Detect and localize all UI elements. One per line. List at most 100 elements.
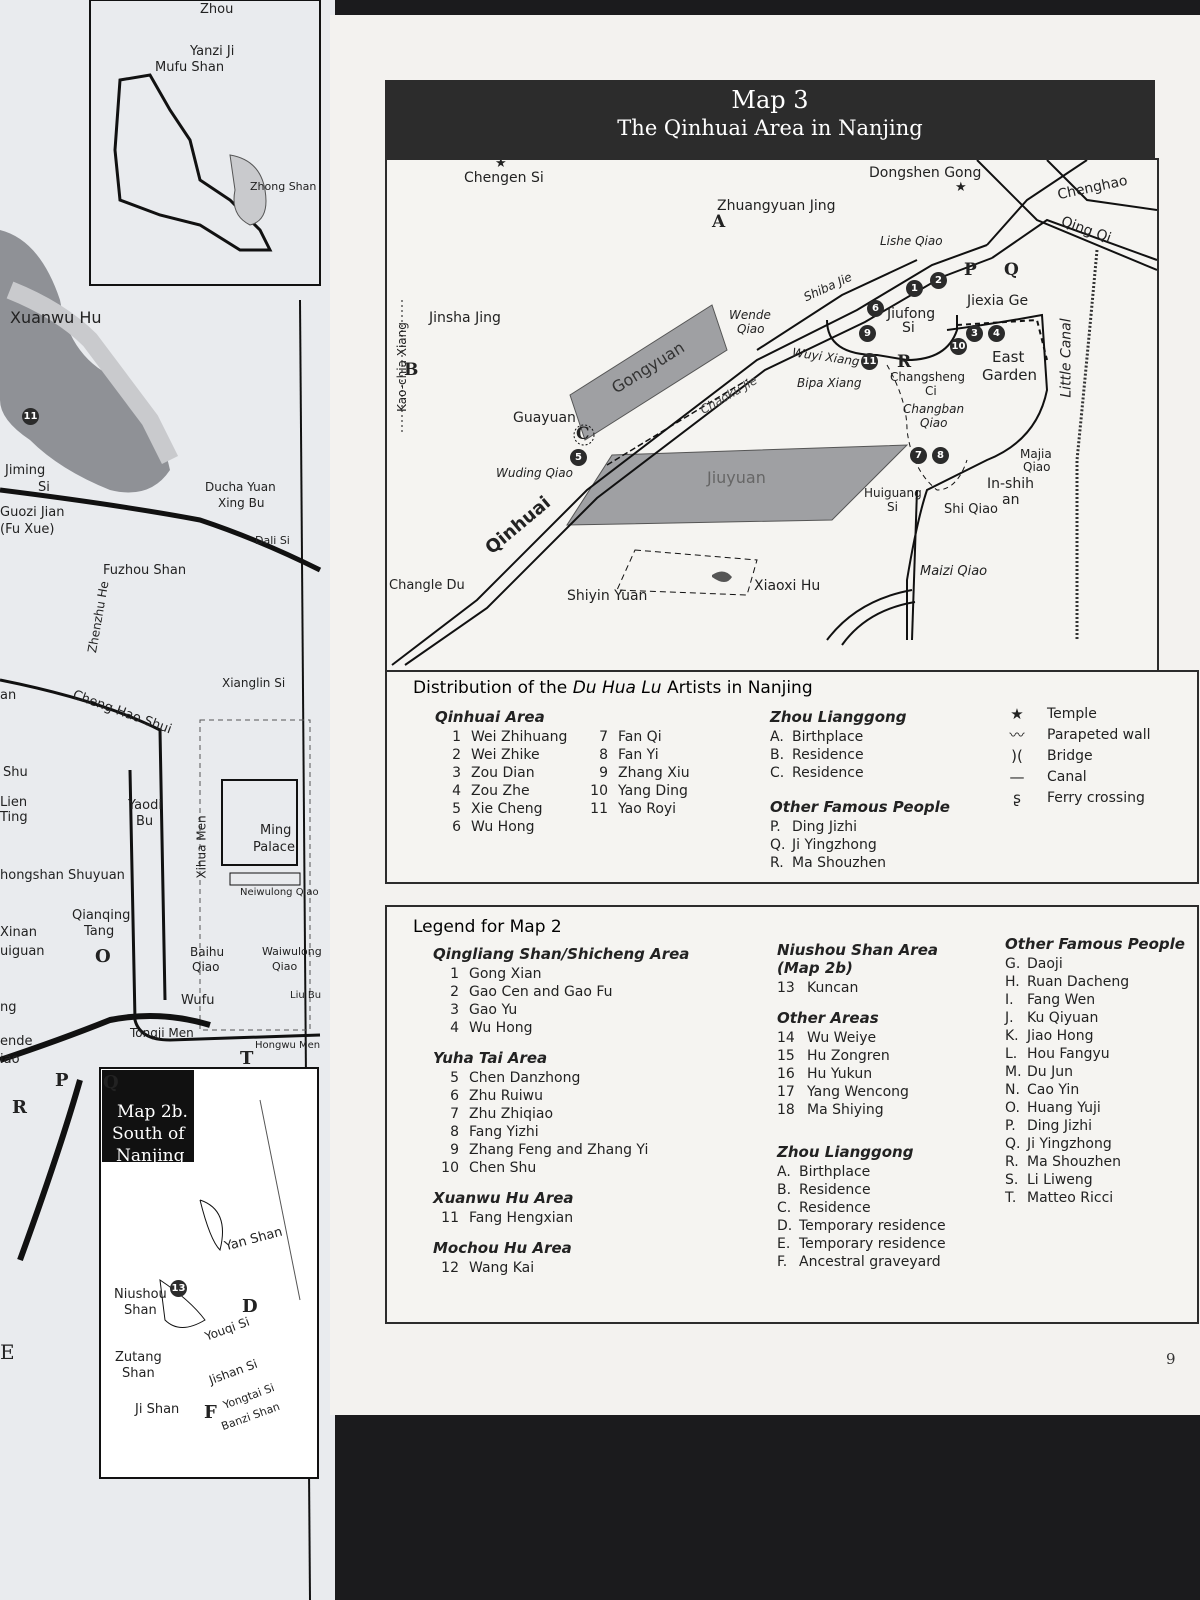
item-key: 7 bbox=[599, 729, 608, 745]
label-niushou-shan: Shan bbox=[124, 1303, 157, 1318]
label-shi-qiao: Shi Qiao bbox=[944, 502, 998, 517]
label-east-garden: Garden bbox=[982, 366, 1037, 384]
label-lishe-qiao: Lishe Qiao bbox=[880, 234, 943, 248]
marker-6: 6 bbox=[867, 300, 884, 317]
label-south-of: South of bbox=[112, 1124, 185, 1144]
item-key: 16 bbox=[777, 1066, 795, 1082]
label-changban-qiao: Qiao bbox=[920, 416, 948, 430]
label-inshih-an: an bbox=[1002, 492, 1020, 508]
item-key: 2 bbox=[452, 747, 461, 763]
item-key: 12 bbox=[441, 1260, 459, 1276]
label-maizi-qiao: Maizi Qiao bbox=[920, 564, 988, 579]
label-tongji-men: Tongji Men bbox=[130, 1026, 194, 1040]
label-zhong-shan: Zhong Shan bbox=[250, 180, 317, 193]
label-ji-shan: Ji Shan bbox=[135, 1402, 180, 1417]
item-value: Residence bbox=[792, 747, 864, 763]
ming-palace-box bbox=[221, 779, 298, 866]
item-key: 14 bbox=[777, 1030, 795, 1046]
label-ting: Ting bbox=[0, 810, 28, 825]
item-key: P. bbox=[770, 819, 781, 835]
item-key: B. bbox=[770, 747, 785, 763]
label-liu-bu: Liu Bu bbox=[290, 990, 322, 1001]
item-key: 3 bbox=[452, 765, 461, 781]
label-r-left: R bbox=[12, 1097, 27, 1118]
item-value: Daoji bbox=[1027, 956, 1063, 972]
item-value: Ku Qiyuan bbox=[1027, 1010, 1099, 1026]
map3-frame: ★ Chengen Si Dongshen Gong ★ Chenghao Qi… bbox=[385, 158, 1159, 674]
qinhuai-area-title: Qinhuai Area bbox=[435, 708, 545, 726]
item-key: 8 bbox=[599, 747, 608, 763]
item-value: Temporary residence bbox=[799, 1236, 946, 1252]
label-t: T bbox=[240, 1048, 254, 1069]
legend-row: 〰Parapeted wall bbox=[987, 725, 1150, 746]
item-value: Yao Royi bbox=[618, 801, 677, 817]
item-value: Chen Shu bbox=[469, 1160, 537, 1176]
item-key: N. bbox=[1005, 1082, 1020, 1098]
qinhuai-river-south bbox=[259, 1099, 301, 1301]
famous-map2-row: L.Hou Fangyu bbox=[1005, 1045, 1185, 1063]
item-value: Xie Cheng bbox=[471, 801, 543, 817]
famous-map2-row: H.Ruan Dacheng bbox=[1005, 973, 1185, 991]
famous-map2-row: T.Matteo Ricci bbox=[1005, 1189, 1185, 1207]
label-shiyin-yuan: Shiyin Yuan bbox=[567, 588, 648, 604]
famous-map2-title: Other Famous People bbox=[1005, 935, 1185, 953]
label-xianglin-si: Xianglin Si bbox=[222, 676, 286, 690]
item-value: Wu Hong bbox=[469, 1020, 533, 1036]
item-key: T. bbox=[1005, 1190, 1017, 1206]
label-yanzi-ji: Yanzi Ji bbox=[190, 44, 235, 59]
label-c: C bbox=[576, 424, 590, 444]
item-value: Residence bbox=[799, 1182, 871, 1198]
label-ende: ende bbox=[0, 1034, 33, 1049]
label-zhou: Zhou bbox=[200, 2, 234, 17]
famous-map2-row: M.Du Jun bbox=[1005, 1063, 1185, 1081]
marker-3: 3 bbox=[966, 325, 983, 342]
item-value: Li Liweng bbox=[1027, 1172, 1093, 1188]
label-xiaoxi-hu: Xiaoxi Hu bbox=[754, 578, 821, 594]
label-changle-du: Changle Du bbox=[389, 578, 465, 593]
item-key: 17 bbox=[777, 1084, 795, 1100]
legend-map2-heading: Legend for Map 2 bbox=[413, 917, 562, 937]
marker-1: 1 bbox=[906, 280, 923, 297]
legend-row: )(Bridge bbox=[987, 746, 1150, 767]
map3-drawing bbox=[391, 160, 1157, 666]
south-canal bbox=[826, 589, 913, 641]
label-jiming: Jiming bbox=[5, 463, 46, 478]
label-hongshan-shuyuan: hongshan Shuyuan bbox=[0, 868, 125, 883]
item-value: Gong Xian bbox=[469, 966, 542, 982]
item-value: Ji Yingzhong bbox=[792, 837, 877, 853]
legend-symbol-icon: ʂ bbox=[1013, 789, 1021, 807]
item-key: I. bbox=[1005, 992, 1014, 1008]
label-lien: Lien bbox=[0, 795, 28, 810]
item-key: 5 bbox=[452, 801, 461, 817]
legend-label: Canal bbox=[1047, 769, 1087, 785]
item-value: Residence bbox=[799, 1200, 871, 1216]
item-key: G. bbox=[1005, 956, 1021, 972]
famous-map2-row: G. Daoji bbox=[1005, 955, 1185, 973]
canal-ne-1 bbox=[986, 160, 1088, 246]
item-value: Wu Hong bbox=[471, 819, 535, 835]
map3-subtitle: The Qinhuai Area in Nanjing bbox=[617, 116, 923, 140]
city-wall-outline bbox=[113, 73, 273, 252]
label-q: Q bbox=[1004, 260, 1019, 280]
north-wall bbox=[0, 487, 322, 573]
item-key: F. bbox=[777, 1254, 788, 1270]
xuanwu-title: Xuanwu Hu Area bbox=[433, 1189, 574, 1207]
item-key: H. bbox=[1005, 974, 1020, 990]
guayuan-circle bbox=[573, 424, 595, 446]
famous-map2-row: P.Ding Jizhi bbox=[1005, 1117, 1185, 1135]
label-fu-xue: (Fu Xue) bbox=[0, 522, 55, 537]
map2b-title-bg bbox=[102, 1070, 194, 1162]
item-value: Huang Yuji bbox=[1027, 1100, 1101, 1116]
item-value: Residence bbox=[792, 765, 864, 781]
distribution-heading: Distribution of the Du Hua Lu Artists in… bbox=[413, 678, 813, 698]
map3-title: Map 3 bbox=[731, 86, 809, 114]
